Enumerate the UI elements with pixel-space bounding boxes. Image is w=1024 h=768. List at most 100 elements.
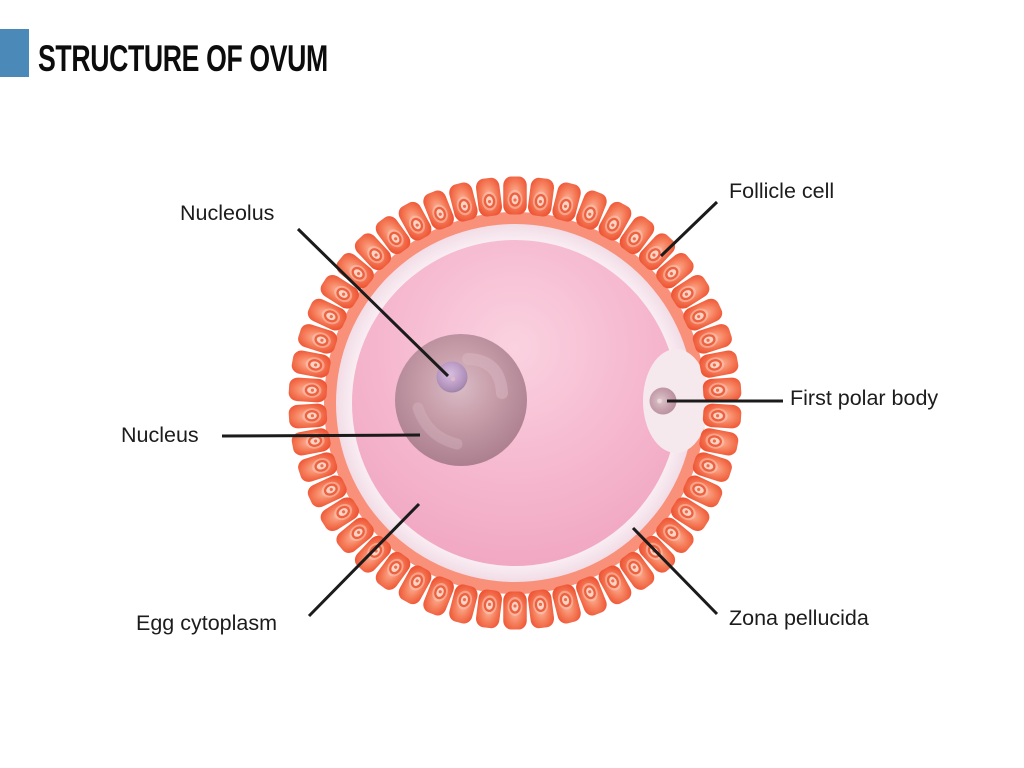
follicle-cell	[298, 452, 338, 482]
nucleolus-line	[296, 227, 450, 378]
follicle-cell-nucleus-dot	[438, 590, 442, 594]
follicle-cell-nucleus-dot	[706, 338, 710, 342]
follicle-cell-nucleus-dot	[632, 565, 636, 569]
follicle-cell	[291, 350, 331, 378]
follicle-cell	[598, 201, 632, 241]
egg-cytoplasm-line	[307, 502, 421, 618]
follicle-cell-nucleus-dot	[712, 363, 716, 367]
follicle-cell	[449, 584, 478, 624]
zona-pellucida-line	[631, 526, 719, 616]
follicle-cell	[449, 182, 478, 222]
label-first-polar-body: First polar body	[790, 386, 939, 410]
follicle-cell-nucleus-dot	[669, 530, 674, 535]
follicle-cell	[307, 475, 347, 508]
follicle-cell-nucleus-dot	[652, 253, 656, 257]
follicle-cell-nucleus-dot	[684, 510, 689, 514]
follicle-cell	[576, 190, 607, 230]
follicle-cell	[598, 565, 632, 605]
follicle-cell-nucleus-dot	[394, 237, 398, 241]
follicle-cell-nucleus-dot	[374, 253, 378, 257]
follicle-cell	[336, 253, 374, 289]
follicle-cell	[692, 324, 732, 354]
follicle-cell	[619, 551, 655, 590]
follicle-cell	[354, 233, 392, 271]
follicle-cell-nucleus-dot	[462, 204, 467, 208]
follicle-cell	[375, 216, 411, 255]
follicle-cell-nucleus-dot	[320, 338, 324, 342]
follicle-cells	[288, 176, 742, 630]
follicle-cell	[576, 576, 607, 616]
follicle-cell-nucleus-dot	[706, 464, 710, 468]
follicle-cell	[307, 298, 347, 331]
follicle-cell	[423, 190, 454, 230]
follicle-cell	[683, 298, 723, 331]
label-lines	[221, 200, 783, 618]
label-nucleus: Nucleus	[121, 423, 199, 447]
follicle-cell	[423, 576, 454, 616]
follicle-cell	[354, 535, 392, 573]
follicle-cell	[320, 274, 359, 309]
follicle-cell	[656, 253, 694, 289]
follicle-cell	[702, 403, 742, 429]
follicle-cell-line	[659, 200, 719, 258]
follicle-cell-nucleus-dot	[341, 292, 346, 296]
follicle-cell	[671, 497, 710, 532]
follicle-cell	[288, 377, 328, 403]
follicle-cell	[699, 350, 739, 378]
follicle-cell	[528, 589, 555, 629]
label-egg-cytoplasm: Egg cytoplasm	[136, 611, 278, 635]
follicle-cell-nucleus-dot	[329, 487, 333, 492]
follicle-cell-nucleus-dot	[588, 212, 592, 216]
follicle-cell	[692, 452, 732, 482]
follicle-cell	[503, 591, 527, 630]
follicle-cell-nucleus-dot	[715, 388, 720, 392]
follicle-cell-nucleus-dot	[438, 212, 442, 216]
follicle-cell-nucleus-dot	[462, 598, 467, 602]
nucleolus-shape	[436, 361, 468, 393]
follicle-cell-nucleus-dot	[310, 414, 315, 418]
follicle-cell-nucleus-dot	[487, 200, 492, 204]
nucleus-highlight-top	[462, 353, 508, 399]
follicle-cell	[619, 216, 655, 255]
follicle-cell-nucleus-dot	[715, 414, 720, 418]
follicle-cell	[475, 589, 502, 629]
label-follicle-cell: Follicle cell	[729, 179, 835, 203]
follicle-cell-nucleus-dot	[538, 602, 543, 606]
follicle-cell	[375, 551, 411, 590]
follicle-cell-nucleus-dot	[487, 602, 492, 606]
follicle-cell	[336, 517, 374, 553]
follicle-cell	[475, 177, 502, 217]
follicle-cell-nucleus-dot	[394, 565, 398, 569]
follicle-cell-nucleus-dot	[320, 464, 324, 468]
follicle-cell	[671, 274, 710, 309]
follicle-cell-nucleus-dot	[588, 590, 592, 594]
follicle-cell	[528, 177, 555, 217]
follicle-cell-nucleus-dot	[697, 314, 701, 319]
follicle-cell-nucleus-dot	[356, 271, 361, 276]
follicle-cell	[683, 475, 723, 508]
follicle-cell	[398, 201, 432, 241]
follicle-cell-nucleus-dot	[712, 439, 716, 443]
label-nucleolus: Nucleolus	[180, 201, 275, 225]
follicle-cell	[503, 176, 527, 215]
follicle-cell-nucleus-dot	[563, 204, 568, 208]
follicle-cell	[288, 403, 328, 429]
follicle-cell-nucleus-dot	[611, 223, 615, 227]
follicle-cell-nucleus-dot	[329, 314, 333, 319]
follicle-cell-nucleus-dot	[563, 598, 568, 602]
follicle-cell-nucleus-dot	[314, 363, 318, 367]
nucleus-highlight-bottom	[412, 402, 463, 450]
follicle-cell	[702, 377, 742, 403]
follicle-cell-nucleus-dot	[356, 530, 361, 535]
follicle-cell-nucleus-dot	[415, 579, 419, 583]
follicle-cell	[638, 233, 676, 271]
follicle-cell	[699, 428, 739, 456]
title-accent-square	[0, 29, 29, 77]
follicle-cell	[320, 497, 359, 532]
nucleolus-dot	[450, 376, 456, 382]
follicle-cell-nucleus-dot	[538, 200, 543, 204]
follicle-cell	[552, 584, 581, 624]
follicle-cell-nucleus-dot	[697, 487, 701, 492]
